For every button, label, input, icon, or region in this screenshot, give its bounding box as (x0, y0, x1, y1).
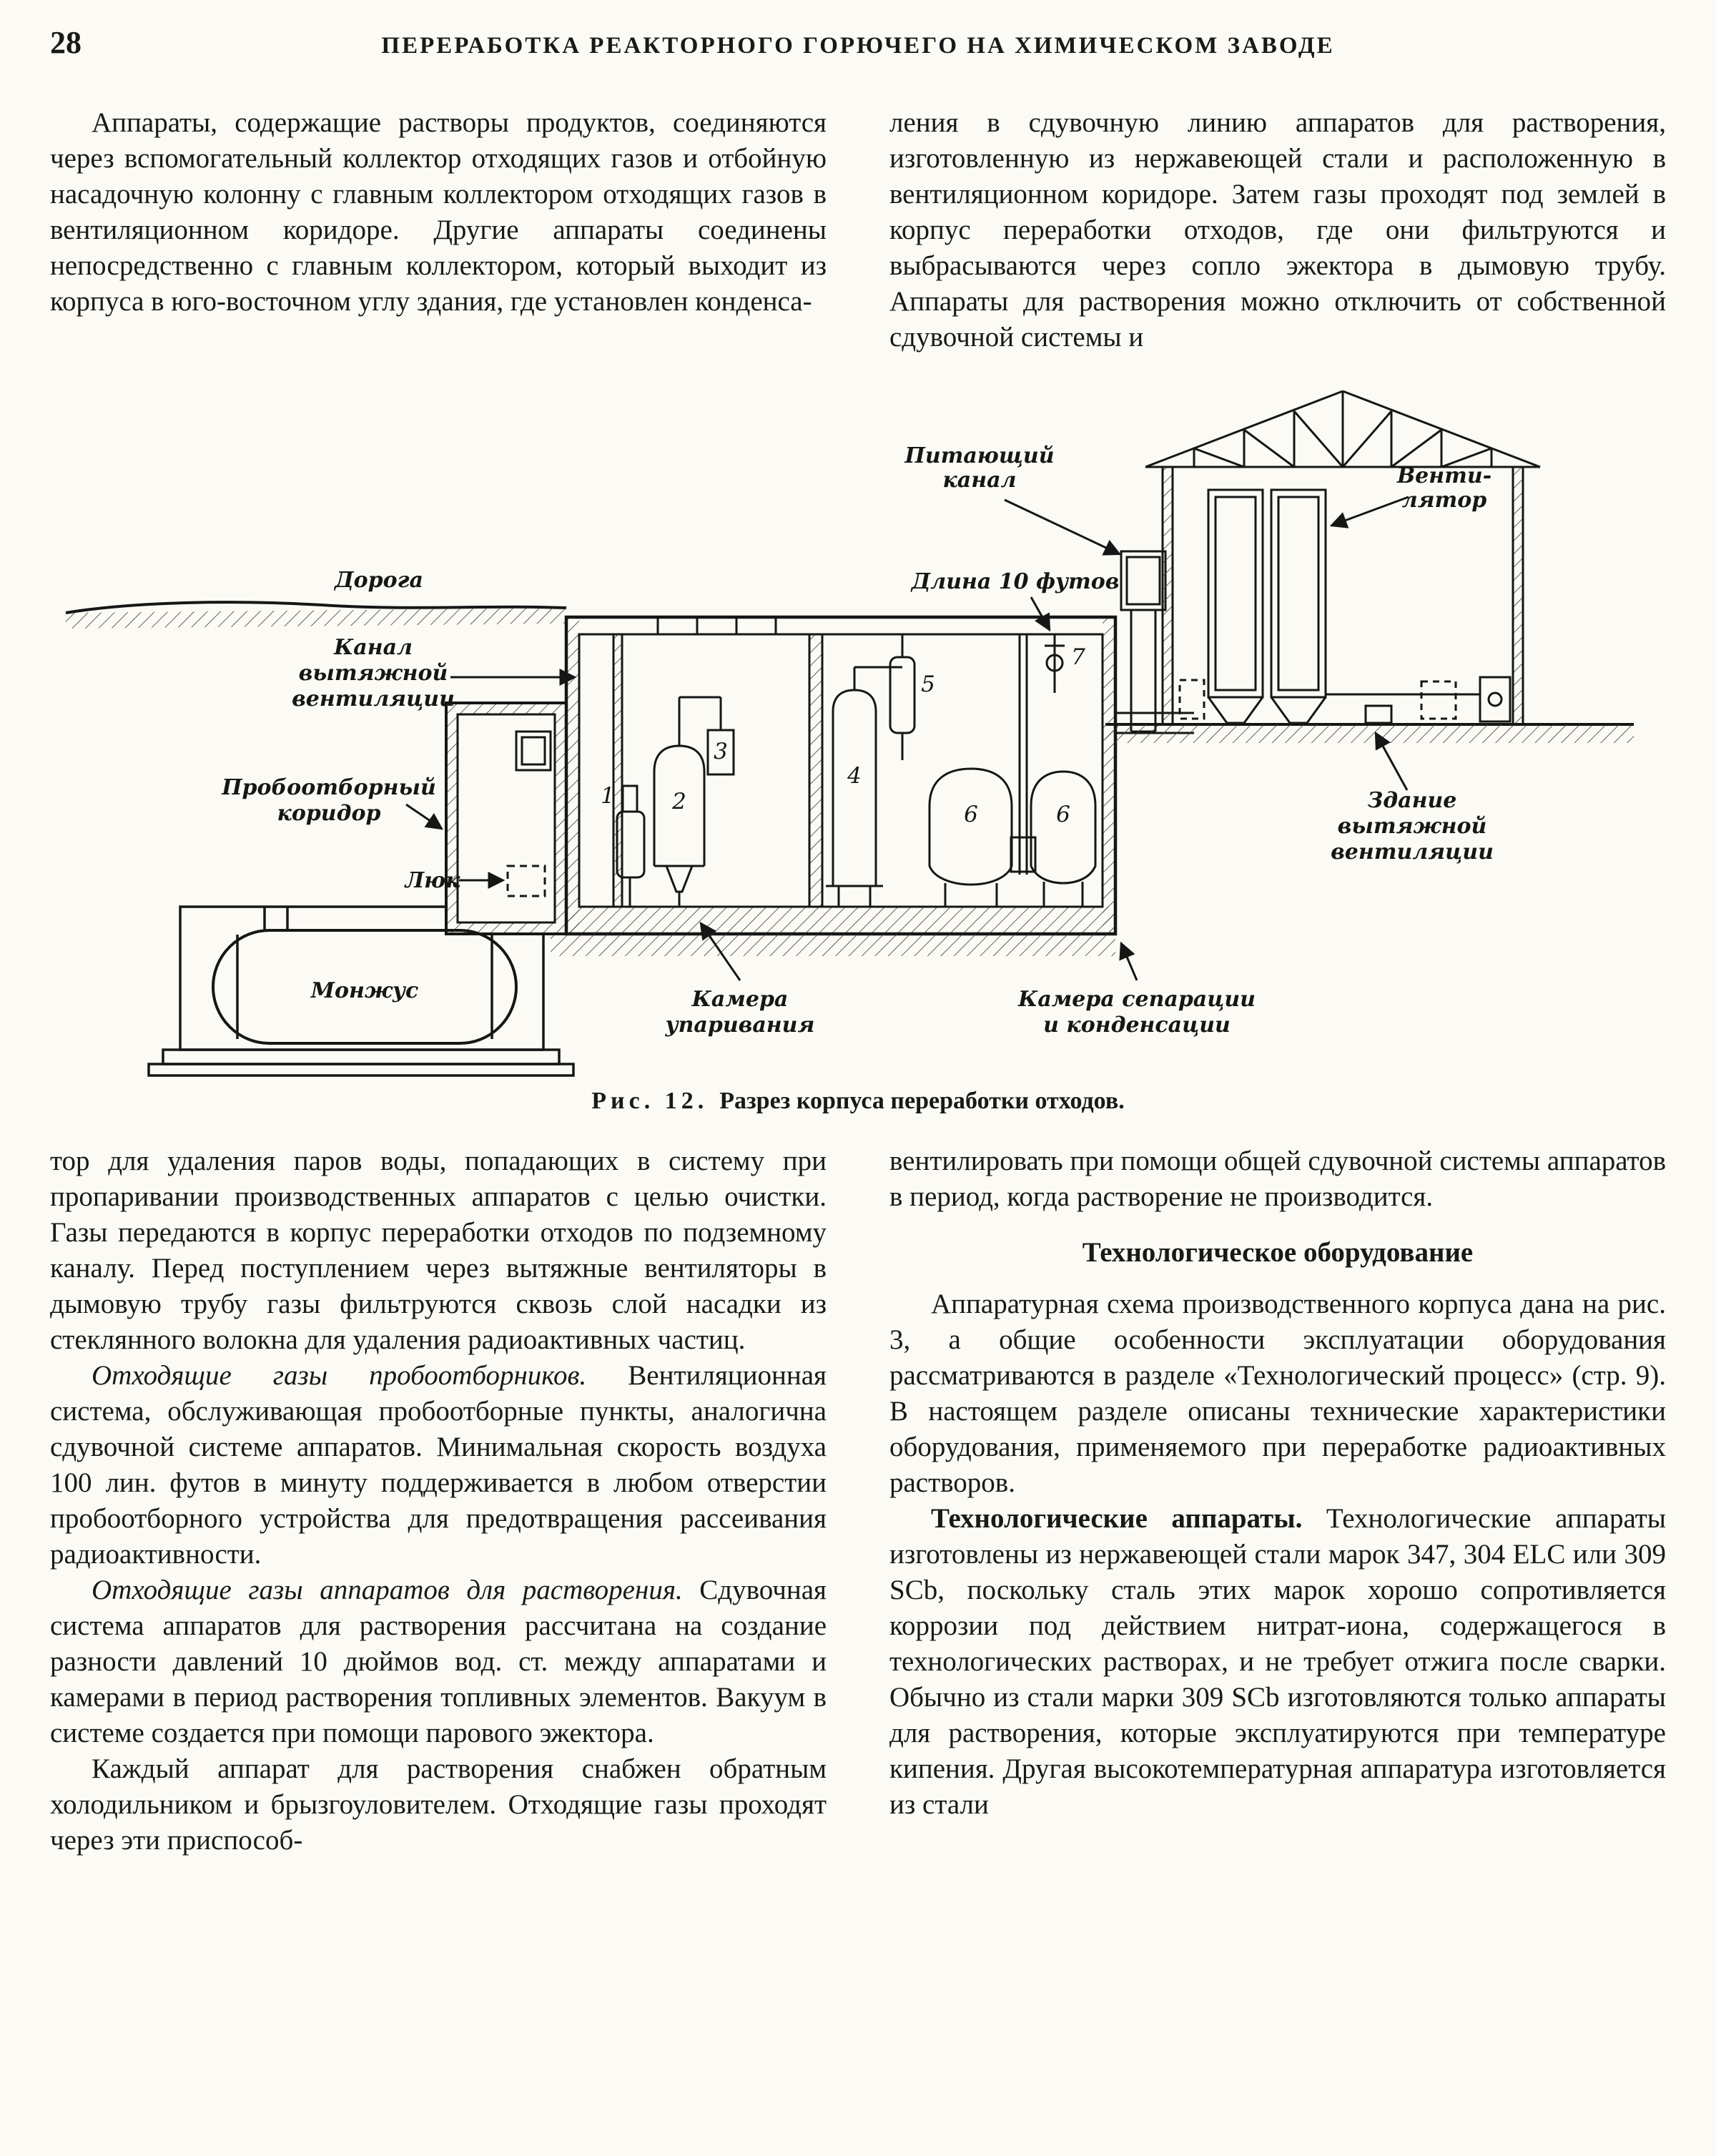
paragraph: Каждый аппарат для растворения снабжен о… (50, 1753, 827, 1856)
separation-vessels (826, 634, 1097, 907)
top-right-paragraph: ления в сдувочную линию аппаратов для ра… (889, 107, 1666, 353)
label-vent-channel-2: вытяжной (299, 661, 448, 686)
label-vent-channel: Канал (333, 635, 413, 660)
paragraph-lead: Технологические аппараты. (931, 1503, 1303, 1534)
paragraph: тор для удаления паров воды, попадающих … (50, 1146, 827, 1355)
label-exhaust-building-3: вентиляции (1331, 840, 1494, 865)
label-vent-channel-3: вентиляции (292, 686, 455, 712)
exhaust-building (1105, 390, 1634, 743)
sampling-corridor (445, 702, 568, 935)
feed-channel (1115, 550, 1194, 734)
number-4: 4 (847, 763, 862, 789)
paragraph: Аппаратурная схема производственного кор… (889, 1289, 1666, 1498)
page-number: 28 (50, 25, 82, 60)
running-title: ПЕРЕРАБОТКА РЕАКТОРНОГО ГОРЮЧЕГО НА ХИМИ… (381, 33, 1335, 59)
label-fan-2: лятор (1402, 488, 1487, 513)
label-fan: Венти- (1396, 463, 1491, 488)
top-left-paragraph: Аппараты, содержащие растворы продуктов,… (50, 107, 827, 317)
road-ground (65, 601, 567, 629)
number-5: 5 (921, 671, 935, 697)
number-1: 1 (601, 783, 615, 809)
paragraph: Технологические аппараты. Технологически… (889, 1501, 1666, 1823)
label-road: Дорога (333, 568, 423, 593)
section-heading: Технологическое оборудование (1082, 1237, 1474, 1268)
label-hatch: Люк (404, 868, 461, 893)
bottom-text-columns: тор для удаления паров воды, попадающих … (50, 1143, 1666, 1859)
label-evaporation-chamber-2: упаривания (665, 1013, 815, 1038)
paragraph: Отходящие газы пробоотборников. Вентиляц… (50, 1358, 827, 1572)
label-sampling-corridor: Пробоотборный (221, 775, 436, 800)
number-6b: 6 (1056, 802, 1070, 827)
number-6a: 6 (964, 802, 978, 827)
hatch-opening (506, 865, 546, 897)
evaporation-vessels (616, 696, 735, 907)
paragraph-text: Технологические аппараты изготовлены из … (889, 1503, 1666, 1820)
cross-section-diagram: Дорога Питающий канал Венти- лятор Длина… (65, 390, 1634, 1077)
label-evaporation-chamber: Камера (691, 987, 789, 1012)
figure-caption-label: Рис. 12. (591, 1088, 709, 1114)
bottom-right-column: вентилировать при помощи общей сдувочной… (889, 1143, 1666, 1859)
number-2: 2 (671, 789, 686, 814)
label-separation-chamber: Камера сепарации (1017, 987, 1256, 1012)
label-feed-channel-2: канал (942, 468, 1016, 493)
figure-labels: Дорога Питающий канал Венти- лятор Длина… (221, 443, 1494, 1038)
number-3: 3 (714, 739, 728, 764)
label-exhaust-building: Здание (1368, 788, 1457, 813)
equipment-numbers: 1 2 3 4 5 6 6 7 (601, 644, 1085, 827)
label-montejus: Монжус (310, 978, 418, 1003)
number-7: 7 (1071, 644, 1085, 670)
top-text-columns: Аппараты, содержащие растворы продуктов,… (50, 105, 1666, 355)
bottom-left-column: тор для удаления паров воды, попадающих … (50, 1143, 827, 1859)
figure-caption-text: Разрез корпуса переработки отходов. (719, 1088, 1125, 1114)
figure-12: Дорога Питающий канал Венти- лятор Длина… (50, 374, 1666, 1115)
paragraph-lead: Отходящие газы аппаратов для растворения… (92, 1575, 683, 1605)
figure-caption: Рис. 12. Разрез корпуса переработки отход… (50, 1088, 1666, 1115)
label-length-10ft: Длина 10 футов (910, 569, 1120, 594)
waste-cell-block (551, 615, 1118, 956)
paragraph: вентилировать при помощи общей сдувочной… (889, 1146, 1666, 1212)
paragraph-text: Сдувочная система аппаратов для растворе… (50, 1575, 827, 1748)
label-separation-chamber-2: и конденсации (1043, 1013, 1231, 1038)
paragraph-lead: Отходящие газы пробоотборников. (92, 1360, 587, 1391)
montejus-room (147, 905, 575, 1077)
paragraph-text: Вентиляционная система, обслуживающая пр… (50, 1360, 827, 1570)
paragraph: Отходящие газы аппаратов для растворения… (50, 1572, 827, 1751)
running-head: 28 ПЕРЕРАБОТКА РЕАКТОРНОГО ГОРЮЧЕГО НА Х… (50, 24, 1666, 61)
label-sampling-corridor-2: коридор (277, 801, 381, 826)
label-exhaust-building-2: вытяжной (1338, 814, 1487, 839)
label-feed-channel: Питающий (904, 443, 1054, 468)
